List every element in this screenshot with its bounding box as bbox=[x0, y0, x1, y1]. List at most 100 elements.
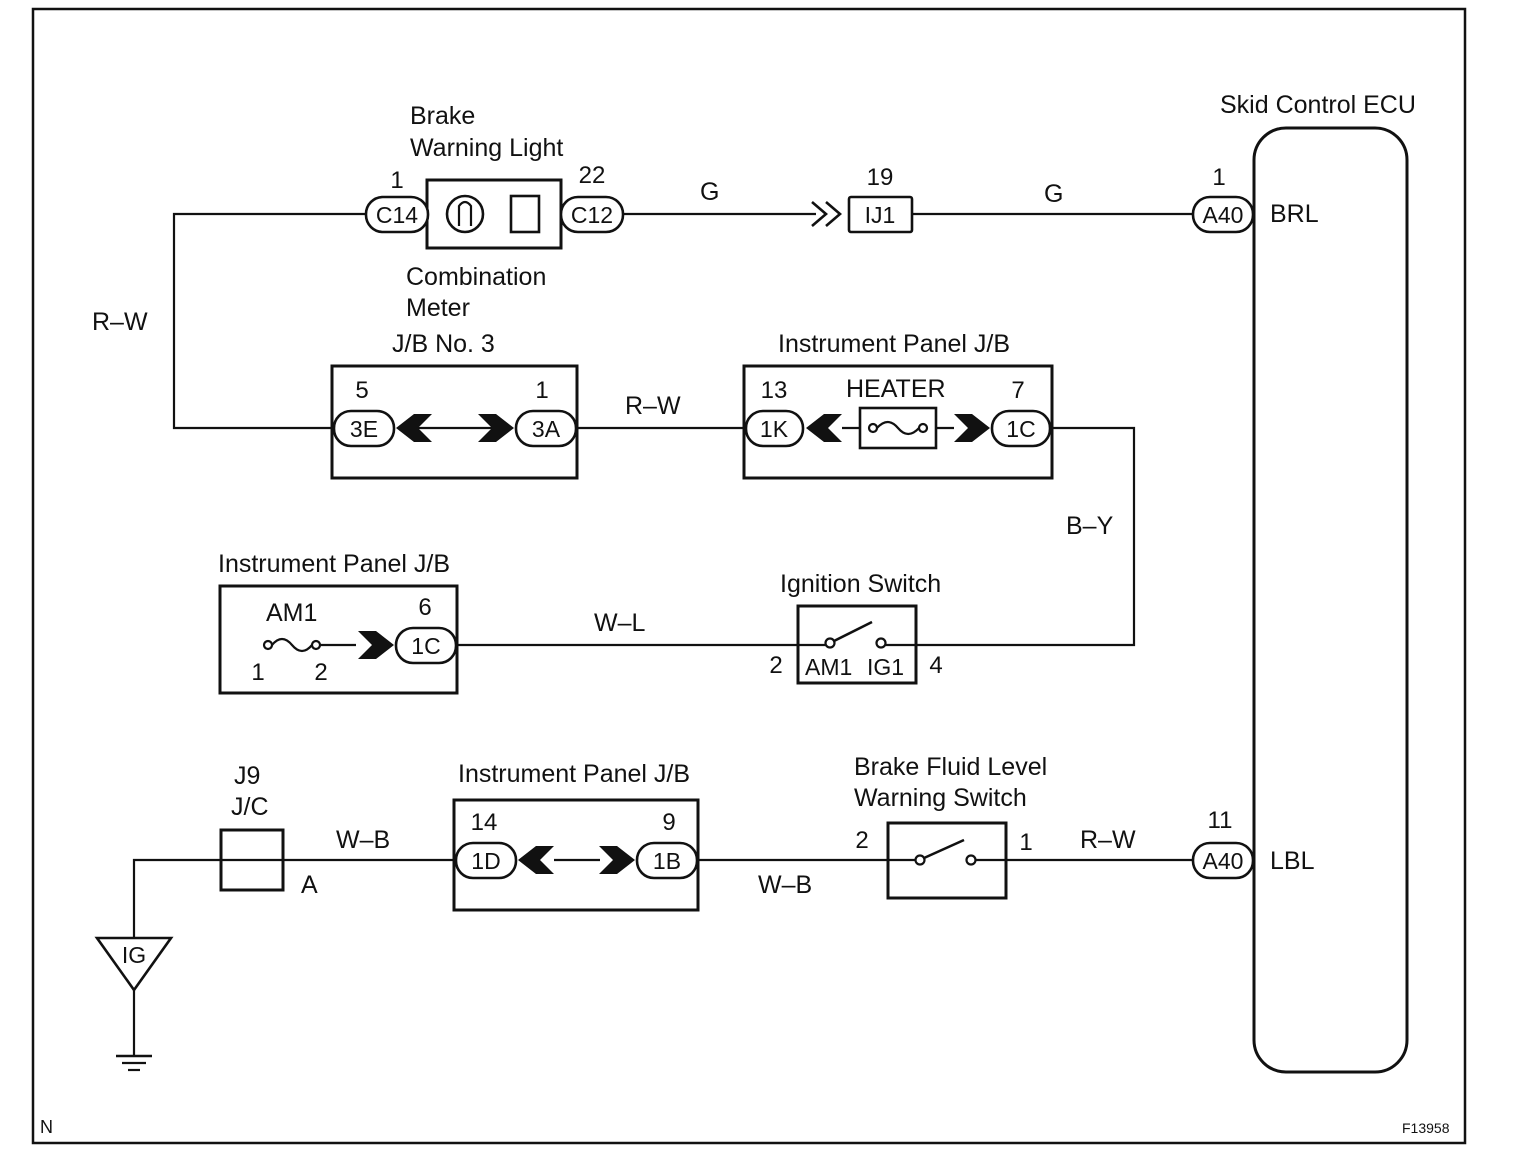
arrow-left-icon bbox=[518, 846, 554, 874]
corner-label-n: N bbox=[40, 1117, 53, 1137]
connector-c14-pin: 1 bbox=[390, 167, 403, 194]
ground-point: IG bbox=[94, 936, 174, 1072]
connector-ij1-shape bbox=[847, 195, 914, 234]
ecu-title: Skid Control ECU bbox=[1220, 91, 1416, 119]
connector-a40-bottom-code: A40 bbox=[1203, 848, 1244, 874]
brake-warning-title-2: Warning Light bbox=[410, 134, 563, 162]
junction-block-3: J/B No. 3 3E 5 3A 1 bbox=[330, 330, 579, 480]
combination-meter-label-1: Combination bbox=[406, 263, 546, 291]
connector-1c-mid-shape bbox=[394, 626, 458, 665]
switch-terminal-icon bbox=[824, 637, 836, 649]
connector-1c-top-code: 1C bbox=[1006, 416, 1035, 442]
ground-label: IG bbox=[122, 942, 146, 968]
switch-lever-icon bbox=[833, 620, 873, 643]
connector-c12-shape bbox=[559, 195, 625, 234]
ignition-pin-4: 4 bbox=[929, 652, 942, 679]
connector-ij1-code: IJ1 bbox=[865, 202, 896, 228]
connector-3a-pin: 1 bbox=[535, 377, 548, 404]
wire-label-g-left: G bbox=[700, 178, 719, 206]
brake-fluid-title-1: Brake Fluid Level bbox=[854, 753, 1047, 781]
brake-fluid-switch: Brake Fluid Level Warning Switch 2 1 bbox=[854, 753, 1047, 900]
ip-jb-bottom-title: Instrument Panel J/B bbox=[458, 760, 690, 788]
connector-3a-code: 3A bbox=[532, 416, 561, 442]
switch-lever-icon bbox=[923, 838, 965, 860]
wire-label-rw-left: R–W bbox=[92, 308, 148, 336]
connector-a40-top: A40 1 bbox=[1191, 164, 1255, 234]
connector-a40-bottom-shape bbox=[1191, 841, 1255, 880]
am1-fuse-label: AM1 bbox=[266, 599, 317, 627]
connector-c12-pin: 22 bbox=[579, 162, 606, 189]
connector-a40-bottom: A40 11 bbox=[1191, 807, 1255, 880]
connector-c14-shape bbox=[364, 195, 430, 234]
am1-pin-2: 2 bbox=[314, 659, 327, 686]
connector-a40-top-code: A40 bbox=[1203, 202, 1244, 228]
combination-meter: Brake Warning Light Combination Meter bbox=[406, 102, 563, 322]
wire-label-g-right: G bbox=[1044, 180, 1063, 208]
ip-jb-heater-title: Instrument Panel J/B bbox=[778, 330, 1010, 358]
connector-1b-shape bbox=[635, 841, 699, 880]
connector-1d-shape bbox=[454, 841, 518, 880]
connector-1b-pin: 9 bbox=[662, 809, 675, 836]
warning-element-icon bbox=[509, 194, 541, 234]
ignition-pin-2: 2 bbox=[769, 652, 782, 679]
jc-label-2: J/C bbox=[231, 793, 269, 821]
arrow-left-icon bbox=[806, 414, 842, 442]
ip-jb-bottom: Instrument Panel J/B 1D 14 1B 9 bbox=[452, 760, 700, 912]
jc-pin-a: A bbox=[301, 871, 318, 899]
connector-a40-bottom-pin: 11 bbox=[1208, 807, 1233, 834]
connector-1c-mid-pin: 6 bbox=[418, 594, 431, 621]
arrow-right-icon bbox=[599, 846, 635, 874]
double-chevron-icon bbox=[811, 201, 842, 227]
wire-ground-jc bbox=[132, 858, 221, 938]
connector-1k-pin: 13 bbox=[761, 377, 788, 404]
jc-label-1: J9 bbox=[234, 762, 260, 790]
connector-1b-code: 1B bbox=[653, 848, 681, 874]
arrow-right-icon bbox=[478, 414, 514, 442]
wire-rw-left bbox=[172, 212, 368, 430]
brake-fluid-pin-2: 2 bbox=[855, 827, 868, 854]
diagram-frame bbox=[31, 7, 1467, 1145]
wire-by bbox=[916, 426, 1136, 647]
fuse-icon bbox=[271, 637, 313, 653]
ground-triangle-icon bbox=[94, 936, 174, 993]
wire-label-by: B–Y bbox=[1066, 512, 1114, 540]
connector-1d-code: 1D bbox=[471, 848, 500, 874]
skid-control-ecu: Skid Control ECU BRL LBL bbox=[1220, 91, 1416, 1074]
ignition-switch: Ignition Switch AM1 IG1 2 4 bbox=[769, 570, 943, 685]
ecu-pin-lbl: LBL bbox=[1270, 847, 1315, 875]
junction-connector-j9: J9 J/C A bbox=[219, 762, 318, 899]
ecu-body bbox=[1252, 126, 1409, 1074]
connector-3e-pin: 5 bbox=[355, 377, 368, 404]
connector-1k-shape bbox=[744, 409, 805, 448]
arrow-left-icon bbox=[396, 414, 432, 442]
am1-pin-1: 1 bbox=[251, 659, 264, 686]
connector-a40-top-shape bbox=[1191, 195, 1255, 234]
wire-label-wb-left: W–B bbox=[336, 826, 390, 854]
ignition-switch-title: Ignition Switch bbox=[780, 570, 941, 598]
ip-jb-am1: Instrument Panel J/B AM1 1 2 1C 6 bbox=[218, 550, 459, 695]
wire-label-wb-right: W–B bbox=[758, 871, 812, 899]
wire-label-wl: W–L bbox=[594, 609, 646, 637]
connector-c12-code: C12 bbox=[571, 202, 613, 228]
arrow-right-icon bbox=[358, 631, 394, 659]
connector-1c-mid-code: 1C bbox=[411, 633, 440, 659]
connector-3e-shape bbox=[332, 409, 396, 448]
connector-1d-pin: 14 bbox=[471, 809, 498, 836]
figure-code: F13958 bbox=[1402, 1120, 1450, 1136]
connector-c14: C14 1 bbox=[364, 167, 430, 234]
wire-label-rw-mid: R–W bbox=[625, 392, 681, 420]
connector-ij1: IJ1 19 bbox=[811, 164, 914, 234]
ignition-term-am1: AM1 bbox=[805, 654, 852, 680]
arrow-right-icon bbox=[954, 414, 990, 442]
ip-jb-heater: Instrument Panel J/B 1K 13 1C 7 HEATER bbox=[742, 330, 1054, 480]
ignition-term-ig1: IG1 bbox=[867, 654, 904, 680]
combination-meter-label-2: Meter bbox=[406, 294, 470, 322]
fuse-icon bbox=[876, 420, 920, 436]
bulb-icon bbox=[445, 194, 485, 234]
brake-fluid-pin-1: 1 bbox=[1019, 829, 1032, 856]
bulb-filament-icon bbox=[457, 200, 473, 226]
ip-jb-am1-title: Instrument Panel J/B bbox=[218, 550, 450, 578]
switch-terminal-icon bbox=[875, 637, 887, 649]
brake-fluid-title-2: Warning Switch bbox=[854, 784, 1027, 812]
